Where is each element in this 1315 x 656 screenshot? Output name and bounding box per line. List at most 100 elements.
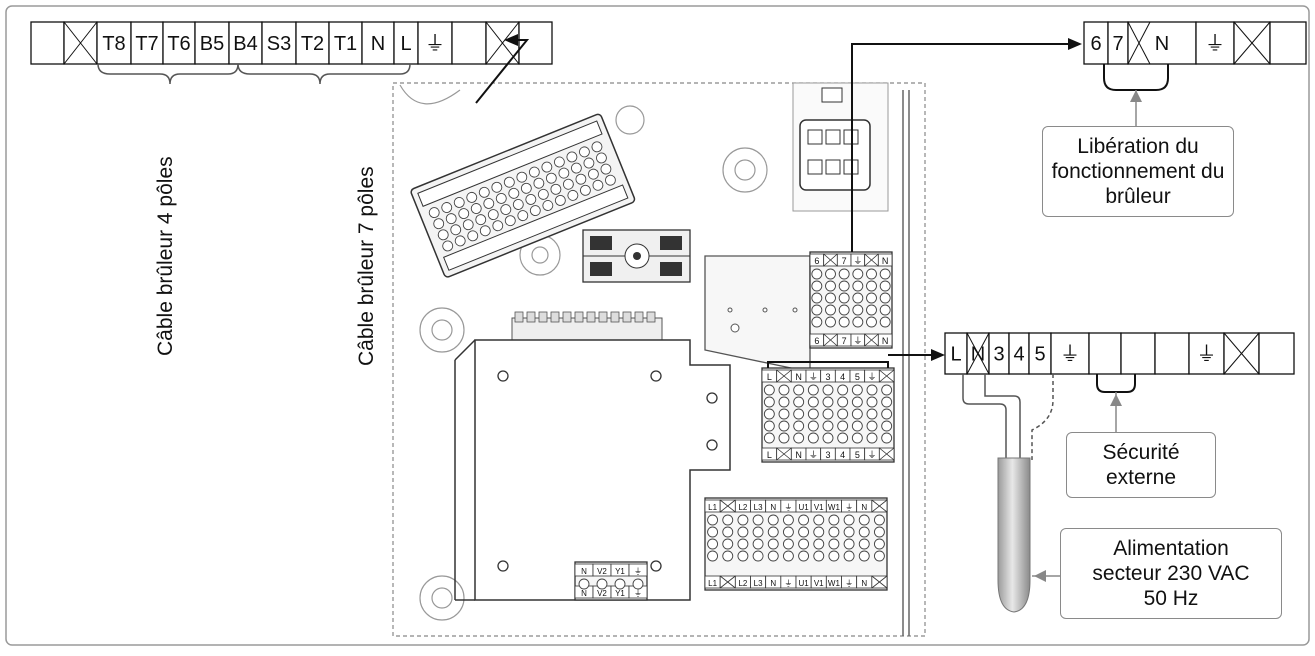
strip-cell: ⏚ — [1050, 332, 1090, 375]
strip-cell — [1269, 21, 1307, 65]
callout-alimentation-line-3: 50 Hz — [1143, 587, 1199, 610]
board-terminal-label: N — [882, 256, 889, 266]
board-terminal-label: ⏚ — [867, 372, 876, 382]
callout-alimentation-line-1: Alimentation — [1113, 537, 1229, 560]
board-terminal-label: 4 — [840, 372, 845, 382]
strip-cell: S3 — [261, 21, 297, 65]
board-terminal-label: N — [795, 450, 802, 460]
board-terminal-label: V1 — [814, 579, 824, 588]
strip-label: ⏚ — [425, 33, 445, 55]
board-terminal-label: N — [861, 503, 867, 512]
board-terminal-label: ⏚ — [845, 503, 853, 512]
board-terminal-label: ⏚ — [853, 256, 862, 266]
callout-liberation-line-1: Libération du — [1077, 135, 1199, 158]
strip-cell: T8 — [96, 21, 132, 65]
label-cable-4-poles: Câble brûleur 4 pôles — [154, 156, 177, 356]
strip-label: N — [371, 33, 385, 55]
board-terminal-label: N — [770, 579, 776, 588]
strip-label: T1 — [334, 33, 357, 55]
strip-label: B4 — [233, 33, 257, 55]
board-terminal-label: ⏚ — [784, 579, 792, 588]
strip-cell — [1258, 332, 1295, 375]
label-cable-7-poles: Câble brûleur 7 pôles — [355, 166, 378, 366]
board-terminal-label: 7 — [842, 256, 847, 266]
strip-cell — [451, 21, 487, 65]
callout-liberation-line-2: fonctionnement du — [1051, 160, 1225, 183]
board-terminal-label: Y1 — [615, 589, 625, 598]
board-terminal-label: N — [795, 372, 802, 382]
strip-cell — [1120, 332, 1156, 375]
mains-cable-sheath — [997, 457, 1031, 613]
mounting-plate — [704, 255, 811, 373]
board-terminal-block: 6 7 ⏚ N 6 7 ⏚ N — [809, 251, 893, 349]
board-terminal-label: L1 — [708, 503, 717, 512]
board-terminal-label: ⏚ — [809, 450, 818, 460]
board-terminal-label: U1 — [798, 579, 809, 588]
board-terminal-label: 6 — [814, 256, 819, 266]
board-terminal-label: N — [581, 589, 587, 598]
strip-cell — [1154, 332, 1190, 375]
board-terminal-label: V2 — [597, 589, 607, 598]
strip-label: 7 — [1112, 33, 1123, 55]
board-terminal-label: 4 — [840, 450, 845, 460]
board-terminal-label: V2 — [597, 567, 607, 576]
callout-securite-line-2: externe — [1105, 466, 1177, 489]
strip-cell — [1223, 332, 1260, 375]
strip-cell: 6 — [1083, 21, 1109, 65]
strip-cell: N — [1127, 21, 1197, 65]
board-terminal-label: V1 — [814, 503, 824, 512]
strip-cell: L — [944, 332, 968, 375]
strip-cell: T6 — [162, 21, 196, 65]
board-terminal-label: W1 — [828, 579, 841, 588]
board-terminal-label: L — [767, 450, 772, 460]
board-terminal-label: 6 — [814, 336, 819, 346]
board-terminal-label: ⏚ — [867, 450, 876, 460]
board-terminal-label: 5 — [855, 372, 860, 382]
strip-cell — [1088, 332, 1122, 375]
strip-cell — [1233, 21, 1271, 65]
strip-label: B5 — [200, 33, 224, 55]
board-terminal-label: ⏚ — [634, 567, 642, 576]
strip-label: L — [400, 33, 411, 55]
strip-label: 4 — [1013, 344, 1024, 366]
callout-securite: Sécurité externe — [1066, 432, 1216, 498]
strip-label: ⏚ — [1060, 344, 1080, 366]
fuse-block — [582, 229, 691, 283]
board-terminal-label: N — [770, 503, 776, 512]
board-terminal-label: ⏚ — [853, 336, 862, 346]
strip-cell: T1 — [328, 21, 363, 65]
strip-cell: B4 — [228, 21, 263, 65]
strip-cell: ⏚ — [1195, 21, 1235, 65]
strip-label: 3 — [993, 344, 1004, 366]
angled-terminal-block — [410, 113, 636, 278]
board-terminal-label: N — [882, 336, 889, 346]
strip-label: S3 — [267, 33, 291, 55]
strip-cell: N — [361, 21, 395, 65]
board-terminal-label: L1 — [708, 579, 717, 588]
board-terminal-label: 3 — [825, 372, 830, 382]
strip-cell — [63, 21, 98, 65]
board-terminal-label: U1 — [798, 503, 809, 512]
strip-label: ⏚ — [1205, 33, 1225, 55]
board-terminal-label: L3 — [754, 579, 763, 588]
outer-frame — [5, 5, 1310, 646]
strip-cell: 5 — [1028, 332, 1052, 375]
controller-module — [454, 311, 731, 601]
board-terminal-label: 7 — [842, 336, 847, 346]
strip-label: 5 — [1034, 344, 1045, 366]
strip-label: ⏚ — [1197, 344, 1217, 366]
brace-7-poles — [237, 63, 411, 85]
strip-label: T2 — [301, 33, 324, 55]
strip-cell: L — [393, 21, 419, 65]
board-terminal-label: L2 — [738, 503, 747, 512]
strip-cell: 3 — [988, 332, 1010, 375]
strip-cell: T2 — [295, 21, 330, 65]
